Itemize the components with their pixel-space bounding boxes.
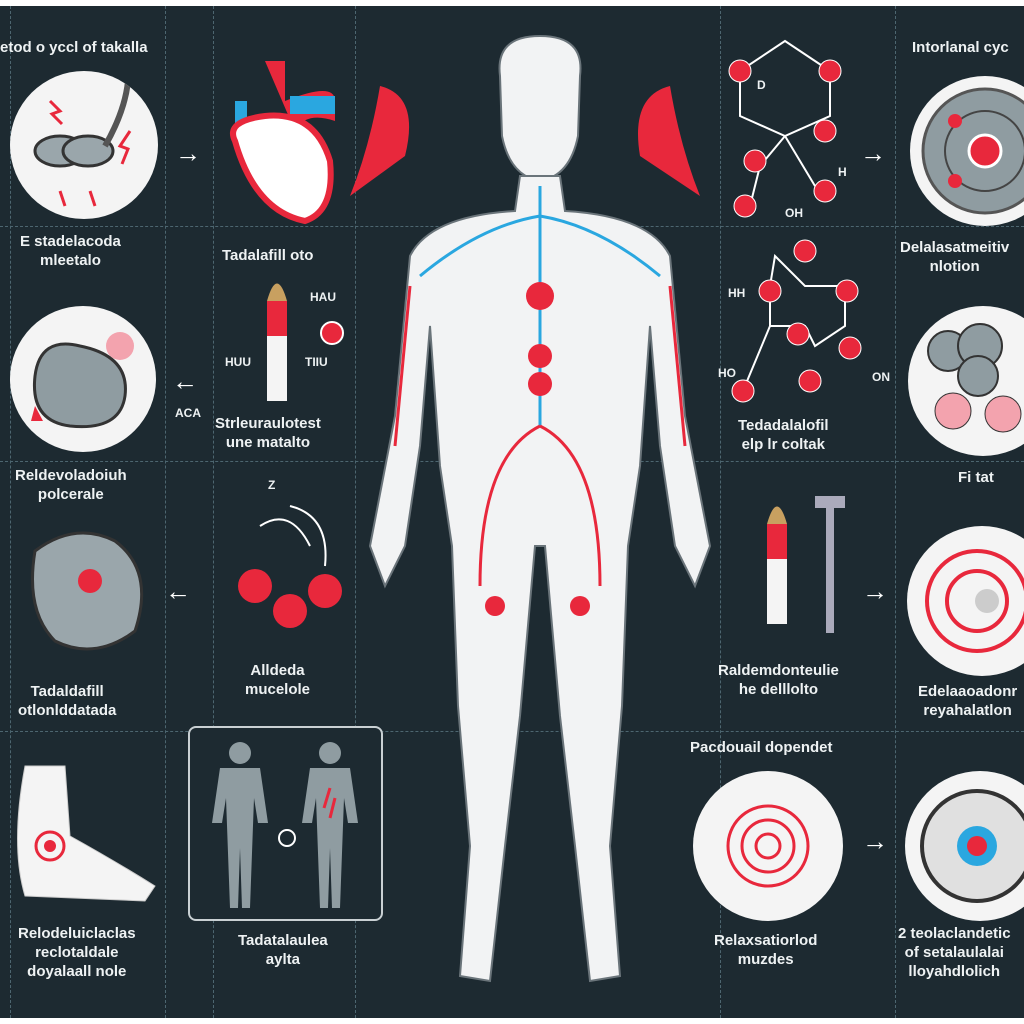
label-line: otlonlddatada: [18, 702, 117, 719]
label-line: Strleuraulotest: [215, 415, 321, 432]
tool-icon: [815, 496, 845, 633]
label-line: Edelaaoadonr: [918, 683, 1018, 700]
label: Tadalafill oto: [222, 247, 314, 264]
title: etod o yccl of takalla: [0, 39, 148, 56]
label-line: Raldemdonteulie: [718, 662, 839, 679]
heart-organ-illustration: [31, 531, 144, 651]
label-line: mucelole: [245, 681, 311, 698]
small-label: H: [838, 165, 847, 179]
small-label: HAU: [310, 290, 336, 304]
label-line: une matalto: [225, 434, 311, 451]
label-line: polcerale: [37, 486, 104, 503]
small-label: OH: [785, 206, 803, 220]
label: Pacdouail dopendet: [690, 739, 833, 756]
label-line: Reldevoladoiuh: [15, 467, 127, 484]
small-label: HH: [728, 286, 746, 300]
molecule-structure: [728, 39, 842, 218]
target-circle: [907, 526, 1024, 676]
arrow-right-icon: →: [862, 576, 888, 606]
label-block: Edelaaoadonr reyahalatlon: [918, 682, 1017, 720]
label-line: 2 teolaclandetic: [898, 925, 1011, 942]
organ-circle: [10, 306, 156, 452]
vial-icon: [267, 283, 287, 401]
label-block: Tadaldafill otlonlddatada: [18, 682, 116, 720]
label-line: reclotaldale: [35, 944, 119, 961]
receptor-circle: [905, 771, 1024, 921]
label-line: he delllolto: [738, 681, 819, 698]
label-block: Relaxsatiorlod muzdes: [714, 931, 817, 969]
tablets-circle: [908, 306, 1024, 456]
label-line: reyahalatlon: [923, 702, 1012, 719]
label-block: Tadatalaulea aylta: [238, 931, 328, 969]
title-right: Intorlanal cyc: [912, 39, 1009, 56]
kidney-circle: [10, 71, 158, 219]
label-line: Relodeluiclaclas: [18, 925, 136, 942]
label-line: lloyahdlolich: [908, 963, 1001, 980]
label: Fi tat: [958, 469, 994, 486]
label-line: Alldeda: [250, 662, 305, 679]
label-block: Relodeluiclaclas reclotaldale doyalaall no…: [18, 924, 136, 981]
small-label: Z: [268, 478, 276, 492]
label-block: 2 teolaclandetic of setalaulalai lloyahdlo…: [898, 924, 1011, 981]
label-block: Alldeda mucelole: [245, 661, 310, 699]
arrow-left-icon: ←: [165, 576, 191, 606]
foot-illustration: [17, 765, 156, 902]
label-line: mleetalo: [40, 252, 101, 269]
label-block: Delalasatmeitiv nlotion: [900, 238, 1009, 276]
label-block: Reldevoladoiuh polcerale: [15, 466, 127, 504]
small-label: ACA: [175, 406, 201, 420]
vial-icon: [767, 506, 787, 624]
molecule-chain: [238, 505, 342, 628]
infographic-canvas: etod o yccl of takalla Intorlanal cyc → …: [0, 6, 1024, 1018]
label-line: elp lr coltak: [741, 436, 825, 453]
small-label: TIIU: [305, 355, 328, 369]
arrow-right-icon: →: [175, 138, 201, 168]
molecule-structure: [731, 239, 862, 403]
label-line: Tadaldafill: [30, 683, 104, 700]
label-line: of setalaulalai: [904, 944, 1004, 961]
label-line: Tadatalaulea: [238, 932, 328, 949]
small-label: HO: [718, 366, 736, 380]
label-block: Tedadalalofil elp lr coltak: [738, 416, 829, 454]
label-line: nlotion: [929, 258, 980, 275]
small-label: ON: [872, 370, 890, 384]
arrow-left-icon: ←: [172, 366, 198, 396]
label-line: Tedadalalofil: [738, 417, 829, 434]
human-body-illustration: [350, 34, 712, 983]
label-block: E stadelacoda mleetalo: [20, 232, 121, 270]
label-line: E stadelacoda: [20, 233, 121, 250]
label-block: Strleuraulotest une matalto: [215, 414, 321, 452]
spiral-circle: [693, 771, 843, 921]
arrow-right-icon: →: [860, 138, 886, 168]
label-line: aylta: [265, 951, 300, 968]
label-line: Relaxsatiorlod: [714, 932, 818, 949]
cell-circle: [910, 76, 1024, 226]
small-label: HUU: [225, 355, 251, 369]
label-line: muzdes: [737, 951, 794, 968]
marker-icon: [320, 321, 344, 345]
label-line: doyalaall nole: [27, 963, 127, 980]
heart-illustration: [230, 61, 335, 225]
label-line: Delalasatmeitiv: [900, 239, 1010, 256]
arrow-right-icon: →: [862, 826, 888, 856]
label-block: Raldemdonteulie he delllolto: [718, 661, 839, 699]
small-label: D: [757, 78, 766, 92]
body-comparison-panel: [188, 726, 383, 921]
